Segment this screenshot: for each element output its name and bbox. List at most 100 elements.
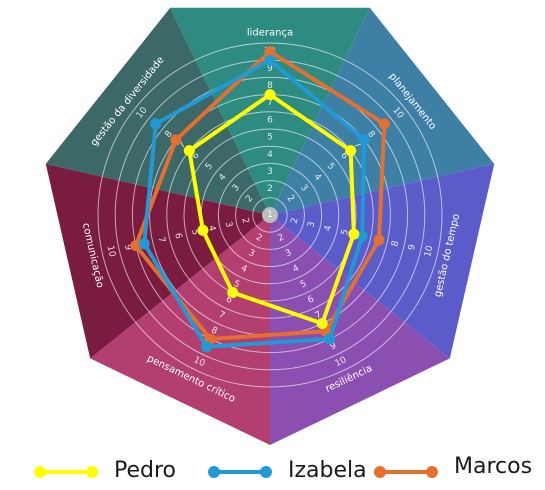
series-line-marcos <box>133 49 387 341</box>
tick-label: 2 <box>267 184 273 194</box>
data-point-pedro <box>227 286 239 298</box>
tick-label: 9 <box>267 64 273 74</box>
grid-ring-3 <box>217 162 323 268</box>
tick-label: 7 <box>155 236 166 244</box>
tick-label: 2 <box>284 194 295 205</box>
tick-label: 2 <box>254 232 264 243</box>
tick-label: 3 <box>247 248 257 259</box>
data-point-pedro <box>316 317 328 329</box>
series-line-pedro <box>187 92 356 326</box>
category-label: liderança <box>247 28 293 39</box>
tick-label: 3 <box>231 183 242 194</box>
tick-label: 6 <box>224 294 234 306</box>
tick-label: 8 <box>390 240 401 248</box>
tick-label: 7 <box>352 140 363 151</box>
tick-label: 2 <box>290 217 301 225</box>
tick-label: 2 <box>239 217 250 225</box>
tick-label: 6 <box>338 151 350 162</box>
tick-label: 5 <box>204 161 215 172</box>
tick-label: 3 <box>298 183 309 194</box>
tick-label: 10 <box>334 355 349 369</box>
tick-label: 7 <box>314 310 324 321</box>
tick-label: 3 <box>267 167 273 177</box>
radar-chart: 1234567891023456789102345678910234567891… <box>45 7 495 445</box>
tick-label: 10 <box>423 244 435 258</box>
tick-label: 3 <box>223 221 234 229</box>
sector-7 <box>45 7 271 215</box>
tick-label: 6 <box>190 150 202 161</box>
tick-label: 7 <box>217 310 227 321</box>
data-point-izabela <box>264 54 276 66</box>
sector-3 <box>270 163 495 359</box>
tick-label: 8 <box>267 81 273 91</box>
data-point-izabela <box>150 118 162 130</box>
center-dot <box>262 207 278 223</box>
tick-label: 4 <box>267 150 273 160</box>
tick-label: 9 <box>122 244 133 252</box>
tick-label: 4 <box>206 224 217 232</box>
legend-label-marcos: Marcos <box>454 454 533 479</box>
data-point-pedro <box>183 145 195 157</box>
tick-label: 4 <box>323 224 334 232</box>
tick-label: 10 <box>105 245 117 259</box>
sector-2 <box>270 7 495 215</box>
tick-label: 6 <box>306 294 316 306</box>
legend-label-izabela: Izabela <box>288 458 367 483</box>
data-point-marcos <box>378 118 390 130</box>
tick-label: 10 <box>192 355 207 369</box>
tick-label: 3 <box>306 221 317 229</box>
tick-label: 8 <box>365 129 377 140</box>
tick-label: 9 <box>407 243 418 251</box>
tick-label: 8 <box>209 325 219 337</box>
data-point-pedro <box>197 224 209 236</box>
data-point-marcos <box>264 46 276 58</box>
tick-label: 5 <box>299 279 309 290</box>
sector-backgrounds <box>45 7 495 445</box>
data-point-izabela <box>201 341 213 353</box>
legend: Pedro Izabela Marcos <box>0 454 545 490</box>
grid-ring-6 <box>166 111 374 319</box>
tick-label: 4 <box>217 172 229 183</box>
tick-label: 2 <box>276 232 286 243</box>
tick-label: 5 <box>340 228 351 236</box>
grid-ring-8 <box>131 76 409 354</box>
data-point-pedro <box>348 228 360 240</box>
legend-label-pedro: Pedro <box>114 458 177 483</box>
tick-label: 2 <box>244 194 255 205</box>
series-layer <box>130 46 390 353</box>
grid-ring-5 <box>183 128 357 302</box>
sector-4 <box>270 215 450 445</box>
tick-label: 7 <box>177 140 188 151</box>
tick-label: 4 <box>291 263 301 275</box>
data-point-marcos <box>373 234 385 246</box>
tick-label: 6 <box>267 115 273 125</box>
tick-label: 6 <box>172 232 183 240</box>
tick-label: 8 <box>163 129 175 140</box>
legend-swatch-izabela <box>208 466 272 478</box>
grid-ring-1 <box>252 197 288 233</box>
data-point-izabela <box>356 230 368 242</box>
tick-label: 5 <box>232 279 242 290</box>
data-point-marcos <box>170 134 182 146</box>
data-point-marcos <box>130 240 142 252</box>
tick-label: 7 <box>267 98 273 108</box>
tick-label: 4 <box>239 263 249 275</box>
data-point-pedro <box>345 145 357 157</box>
tick-label: 3 <box>284 248 294 259</box>
grid-ring-10 <box>97 42 443 388</box>
tick-label: 1 <box>267 210 273 220</box>
series-line-izabela <box>142 58 367 349</box>
data-point-izabela <box>358 134 370 146</box>
tick-label: 4 <box>311 172 323 183</box>
data-point-pedro <box>264 89 276 101</box>
grid-ring-2 <box>235 180 305 250</box>
data-point-izabela <box>324 333 336 345</box>
sector-6 <box>45 163 271 359</box>
data-point-izabela <box>138 238 150 250</box>
legend-swatch-pedro <box>34 466 98 478</box>
tick-label: 5 <box>267 133 273 143</box>
tick-label: 5 <box>189 228 200 236</box>
tick-label: 9 <box>329 341 339 353</box>
tick-label: 5 <box>325 161 336 172</box>
legend-swatch-marcos <box>374 466 438 478</box>
